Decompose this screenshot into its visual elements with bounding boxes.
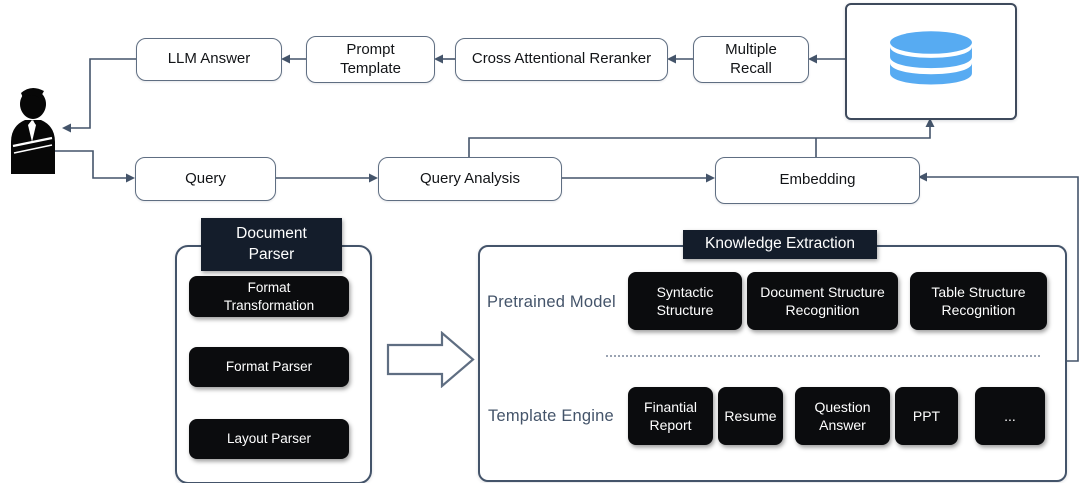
chip-ellipsis: ... <box>975 387 1045 445</box>
database-icon <box>890 30 972 84</box>
flow-node-llm-answer: LLM Answer <box>136 38 282 81</box>
chip-resume: Resume <box>718 387 783 445</box>
user-icon <box>11 87 55 174</box>
flow-node-multiple-recall: Multiple Recall <box>693 36 809 83</box>
chip-format-parser: Format Parser <box>189 347 349 387</box>
pretrained-model-label: Pretrained Model <box>487 293 616 311</box>
chip-syntactic-structure: Syntactic Structure <box>628 272 742 330</box>
chip-finantial-report: Finantial Report <box>628 387 713 445</box>
knowledge-extraction-divider <box>606 355 1040 357</box>
chip-document-structure-recognition: Document Structure Recognition <box>747 272 898 330</box>
chip-format-transformation: Format Transformation <box>189 276 349 317</box>
flow-node-query: Query <box>135 157 276 201</box>
flow-node-query-analysis: Query Analysis <box>378 157 562 201</box>
chip-table-structure-recognition: Table Structure Recognition <box>910 272 1047 330</box>
flow-node-embedding: Embedding <box>715 157 920 204</box>
flow-node-prompt-template: Prompt Template <box>306 36 435 83</box>
chip-question-answer: Question Answer <box>795 387 890 445</box>
chip-ppt: PPT <box>895 387 958 445</box>
document-parser-header: Document Parser <box>201 218 342 271</box>
vector-database-box <box>845 3 1017 120</box>
chip-layout-parser: Layout Parser <box>189 419 349 459</box>
flow-node-cross-attentional-reranker: Cross Attentional Reranker <box>455 38 668 81</box>
process-arrow-icon <box>386 331 475 388</box>
template-engine-label: Template Engine <box>488 407 614 425</box>
knowledge-extraction-header: Knowledge Extraction <box>683 230 877 259</box>
